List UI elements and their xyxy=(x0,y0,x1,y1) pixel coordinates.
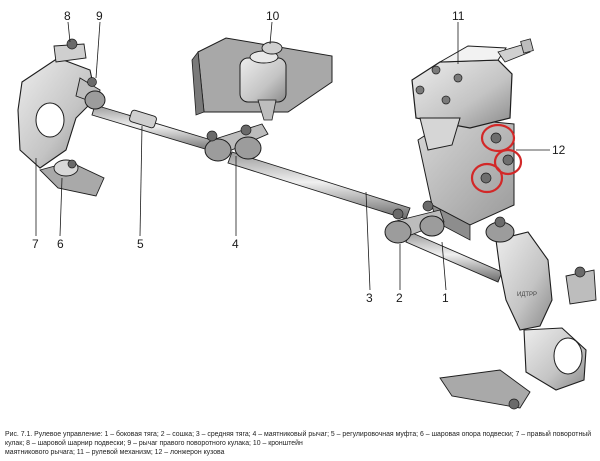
figure-caption: Рис. 7.1. Рулевое управление: 1 – бокова… xyxy=(5,430,595,457)
leader-lines xyxy=(35,21,550,291)
watermark-text: ИДТРР xyxy=(517,292,537,298)
callout-labels: 8 9 10 11 12 7 6 5 4 3 2 1 xyxy=(32,9,566,305)
steering-gear-11 xyxy=(411,38,534,241)
caption-line-1: Рис. 7.1. Рулевое управление: 1 – бокова… xyxy=(5,431,592,438)
callout-8: 8 xyxy=(64,9,71,23)
callout-4: 4 xyxy=(232,237,239,251)
highlight-circle-bottom xyxy=(470,162,504,194)
callout-2: 2 xyxy=(396,291,403,305)
callout-3: 3 xyxy=(366,291,373,305)
caption-line-2: кулак; 8 – шаровой шарнир подвески; 9 – … xyxy=(5,440,303,447)
callout-11: 11 xyxy=(452,9,465,23)
highlight-circle-right xyxy=(493,148,523,176)
callout-5: 5 xyxy=(137,237,144,251)
callout-6: 6 xyxy=(57,237,64,251)
pendulum-bracket-10 xyxy=(191,37,333,121)
steering-diagram: ИДТРР 8 9 10 11 12 7 6 5 4 3 2 1 xyxy=(17,9,597,410)
pendulum-arm-4 xyxy=(204,123,269,162)
highlight-circle-top xyxy=(480,123,516,153)
callout-1: 1 xyxy=(442,291,449,305)
callout-7: 7 xyxy=(32,237,39,251)
right-knuckle-assembly: ИДТРР xyxy=(439,216,597,410)
caption-line-3: маятникового рычага; 11 – рулевой механи… xyxy=(5,449,225,456)
callout-9: 9 xyxy=(96,9,103,23)
callout-12: 12 xyxy=(552,143,566,157)
pitman-arm-2 xyxy=(384,200,445,244)
left-knuckle-assembly xyxy=(17,38,106,197)
callout-10: 10 xyxy=(266,9,280,23)
